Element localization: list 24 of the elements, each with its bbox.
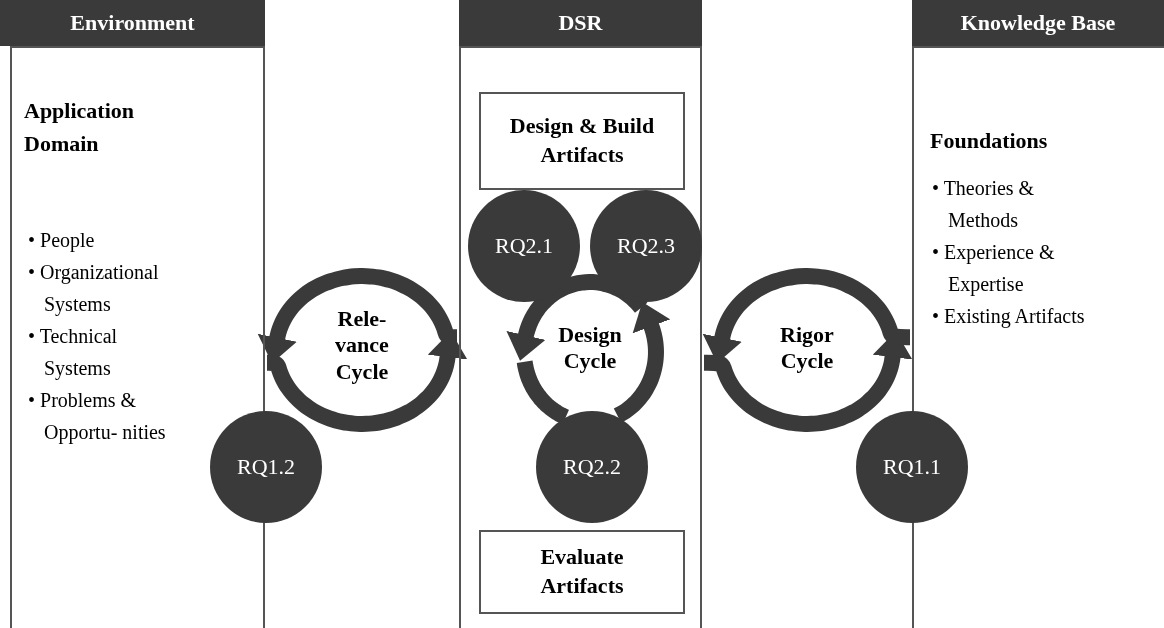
header-bar: Knowledge Base xyxy=(912,0,1164,46)
bullet-item: • Problems & Opportu- nities xyxy=(28,388,167,446)
bullet-item: • Technical Systems xyxy=(28,324,119,382)
process-box: Evaluate Artifacts xyxy=(479,530,685,614)
header-bar: Environment xyxy=(0,0,265,46)
research-question-circle: RQ1.1 xyxy=(856,411,968,523)
research-question-circle: RQ2.1 xyxy=(468,190,580,302)
cycle-arrow xyxy=(506,274,649,361)
bullet-item: • Organizational Systems xyxy=(28,260,160,318)
bullet-item: • Existing Artifacts xyxy=(932,304,1086,330)
cycle-label: Rigor Cycle xyxy=(779,322,835,375)
cycle-label: Rele- vance Cycle xyxy=(334,306,390,386)
research-question-circle: RQ1.2 xyxy=(210,411,322,523)
research-question-circle: RQ2.3 xyxy=(590,190,702,302)
cycle-label: Design Cycle xyxy=(557,322,623,375)
bullet-item: • Experience & Expertise xyxy=(932,240,1056,298)
process-box: Design & Build Artifacts xyxy=(479,92,685,190)
column-heading: Foundations xyxy=(930,127,1049,155)
column-heading: Application Domain xyxy=(24,97,136,158)
bullet-item: • People xyxy=(28,228,96,254)
research-question-circle: RQ2.2 xyxy=(536,411,648,523)
bullet-item: • Theories & Methods xyxy=(932,176,1036,233)
header-bar: DSR xyxy=(459,0,702,46)
container-box xyxy=(459,46,702,628)
